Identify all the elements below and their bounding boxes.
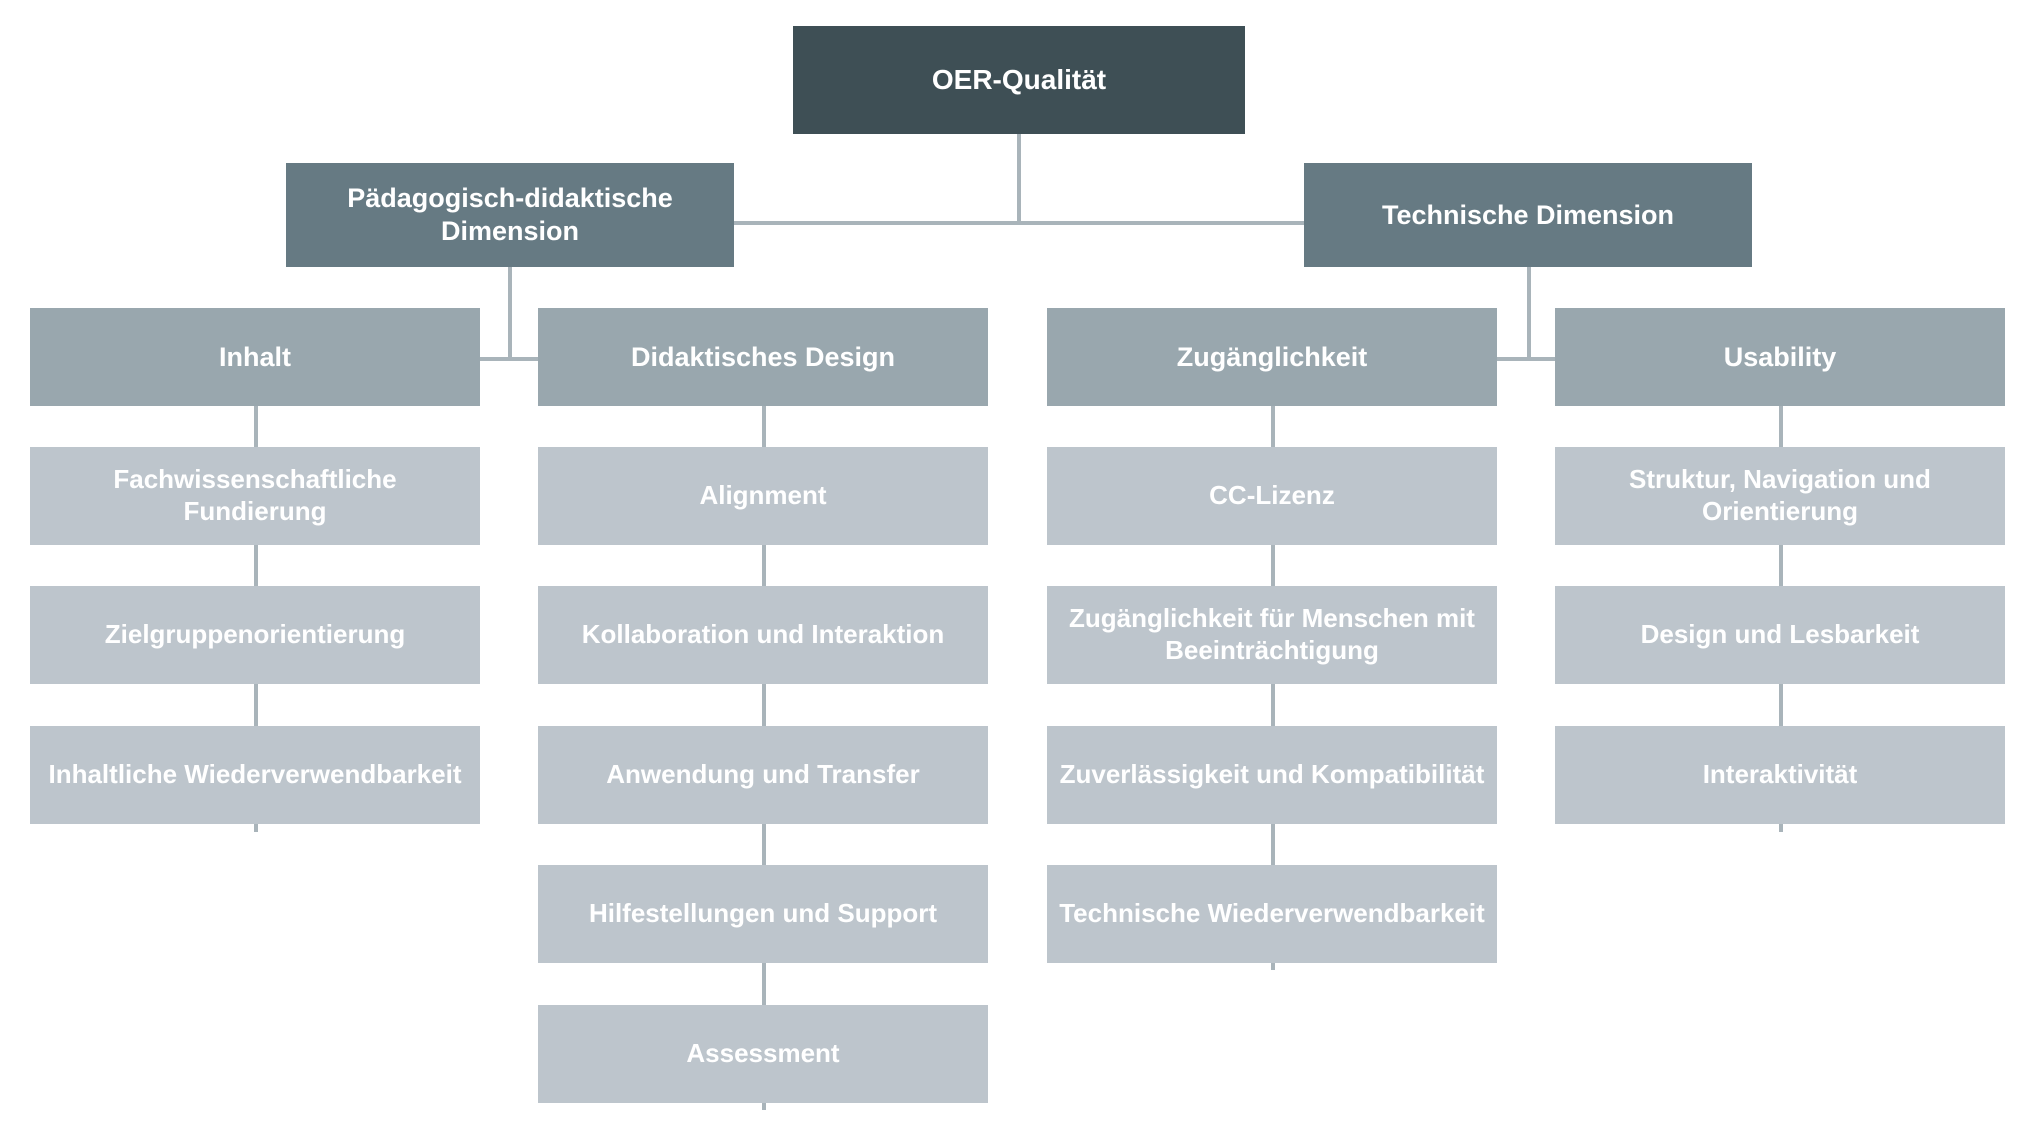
connector-root-stem bbox=[1017, 133, 1021, 223]
node-criterion-zielgruppenorientierung[interactable]: Zielgruppenorientierung bbox=[30, 586, 480, 684]
node-criterion-hilfestellungen-und-support[interactable]: Hilfestellungen und Support bbox=[538, 865, 988, 963]
node-dimension-technische[interactable]: Technische Dimension bbox=[1304, 163, 1752, 267]
connector-right-dimension-stem bbox=[1527, 265, 1531, 360]
connector-right-dimension-crossbar bbox=[1496, 357, 1566, 361]
node-criterion-alignment[interactable]: Alignment bbox=[538, 447, 988, 545]
node-criterion-inhaltliche-wiederverwendbarkeit[interactable]: Inhaltliche Wiederverwendbarkeit bbox=[30, 726, 480, 824]
node-criterion-technische-wiederverwendbarkeit[interactable]: Technische Wiederverwendbarkeit bbox=[1047, 865, 1497, 963]
node-criterion-anwendung-und-transfer[interactable]: Anwendung und Transfer bbox=[538, 726, 988, 824]
node-category-didaktisches-design[interactable]: Didaktisches Design bbox=[538, 308, 988, 406]
node-criterion-fachwissenschaftliche-fundierung[interactable]: Fachwissenschaftliche Fundierung bbox=[30, 447, 480, 545]
node-category-zugaenglichkeit[interactable]: Zugänglichkeit bbox=[1047, 308, 1497, 406]
node-criterion-assessment[interactable]: Assessment bbox=[538, 1005, 988, 1103]
node-root-oer-qualitaet[interactable]: OER-Qualität bbox=[793, 26, 1245, 134]
node-criterion-cc-lizenz[interactable]: CC-Lizenz bbox=[1047, 447, 1497, 545]
node-dimension-paedagogisch-didaktische[interactable]: Pädagogisch-didaktische Dimension bbox=[286, 163, 734, 267]
node-criterion-zuverlaessigkeit-und-kompatibilitaet[interactable]: Zuverlässigkeit und Kompatibilität bbox=[1047, 726, 1497, 824]
node-criterion-design-und-lesbarkeit[interactable]: Design und Lesbarkeit bbox=[1555, 586, 2005, 684]
connector-left-dimension-crossbar bbox=[478, 357, 548, 361]
node-category-usability[interactable]: Usability bbox=[1555, 308, 2005, 406]
node-criterion-zugaenglichkeit-fuer-menschen-mit-beeintraechtigung[interactable]: Zugänglichkeit für Menschen mit Beeinträ… bbox=[1047, 586, 1497, 684]
node-criterion-struktur-navigation-und-orientierung[interactable]: Struktur, Navigation und Orientierung bbox=[1555, 447, 2005, 545]
node-criterion-interaktivitaet[interactable]: Interaktivität bbox=[1555, 726, 2005, 824]
connector-root-crossbar bbox=[733, 221, 1305, 225]
connector-left-dimension-stem bbox=[508, 265, 512, 360]
node-criterion-kollaboration-und-interaktion[interactable]: Kollaboration und Interaktion bbox=[538, 586, 988, 684]
node-category-inhalt[interactable]: Inhalt bbox=[30, 308, 480, 406]
